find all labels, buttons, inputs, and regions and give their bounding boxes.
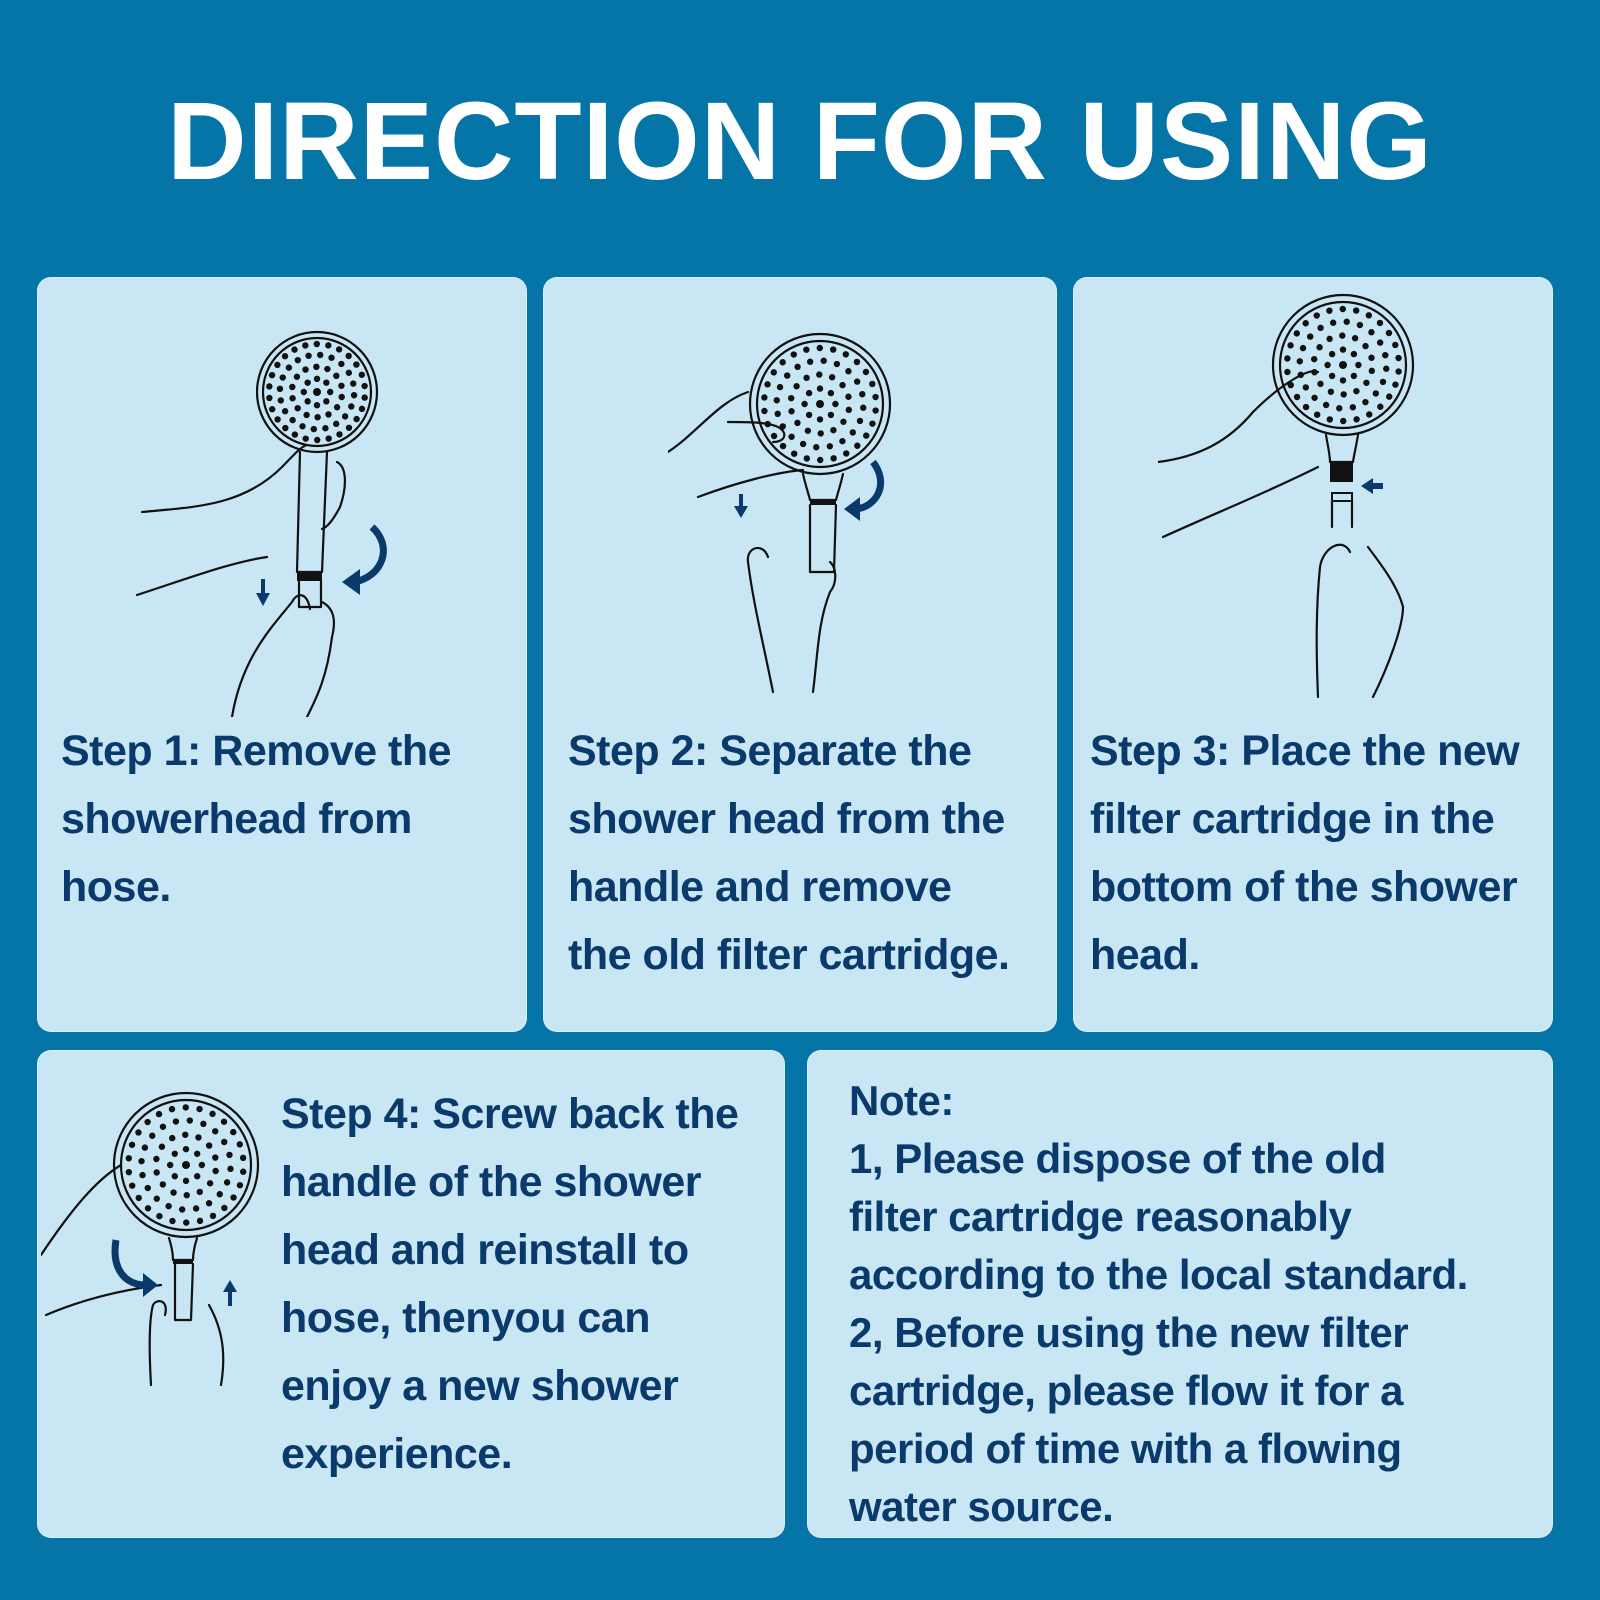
step-4-line: Step 4: Screw back the bbox=[281, 1090, 739, 1138]
showerhead-icon bbox=[1271, 293, 1415, 437]
showerhead-icon bbox=[112, 1091, 260, 1239]
step-2-line: Step 2: Separate the bbox=[568, 727, 972, 775]
step-3-text: Step 3: Place the new filter cartridge i… bbox=[1090, 717, 1552, 989]
step-4-line: handle of the shower bbox=[281, 1158, 702, 1206]
rotate-arrow-icon bbox=[844, 459, 885, 521]
step-4-line: enjoy a new shower bbox=[281, 1362, 679, 1410]
down-arrow-icon bbox=[256, 579, 270, 606]
note-text: Note: 1, Please dispose of the old filte… bbox=[849, 1072, 1549, 1536]
note-card: Note: 1, Please dispose of the old filte… bbox=[807, 1050, 1553, 1538]
down-arrow-icon bbox=[734, 494, 748, 518]
note-line: period of time with a flowing bbox=[849, 1425, 1402, 1472]
step-2-illustration bbox=[666, 322, 968, 702]
step-4-card: Step 4: Screw back the handle of the sho… bbox=[37, 1050, 785, 1538]
rotate-arrow-icon bbox=[111, 1239, 158, 1297]
step-1-line: Step 1: Remove the bbox=[61, 727, 452, 775]
step-4-line: experience. bbox=[281, 1430, 513, 1478]
step-3-line: bottom of the shower bbox=[1090, 863, 1518, 911]
note-heading: Note: bbox=[849, 1077, 954, 1124]
page-title: DIRECTION FOR USING bbox=[167, 80, 1433, 203]
step-4-text: Step 4: Screw back the handle of the sho… bbox=[281, 1080, 781, 1488]
note-line: filter cartridge reasonably bbox=[849, 1193, 1352, 1240]
step-2-line: handle and remove bbox=[568, 863, 952, 911]
note-line: water source. bbox=[849, 1483, 1114, 1530]
note-line: cartridge, please flow it for a bbox=[849, 1367, 1403, 1414]
note-line: 1, Please dispose of the old bbox=[849, 1135, 1386, 1182]
step-1-line: showerhead from bbox=[61, 795, 412, 843]
step-3-card: Step 3: Place the new filter cartridge i… bbox=[1073, 277, 1553, 1032]
step-4-line: head and reinstall to bbox=[281, 1226, 689, 1274]
rotate-arrow-icon bbox=[342, 524, 387, 595]
note-line: according to the local standard. bbox=[849, 1251, 1468, 1298]
left-arrow-icon bbox=[1361, 478, 1383, 494]
step-3-line: head. bbox=[1090, 931, 1200, 979]
showerhead-icon bbox=[748, 332, 892, 476]
step-4-line: hose, thenyou can bbox=[281, 1294, 651, 1342]
step-2-line: shower head from the bbox=[568, 795, 1005, 843]
step-1-text: Step 1: Remove the showerhead from hose. bbox=[61, 717, 521, 921]
step-1-illustration bbox=[132, 317, 432, 719]
step-3-line: filter cartridge in the bbox=[1090, 795, 1495, 843]
step-1-line: hose. bbox=[61, 863, 171, 911]
up-arrow-icon bbox=[223, 1280, 237, 1306]
step-2-text: Step 2: Separate the shower head from th… bbox=[568, 717, 1056, 989]
step-1-card: Step 1: Remove the showerhead from hose. bbox=[37, 277, 527, 1032]
step-3-line: Step 3: Place the new bbox=[1090, 727, 1520, 775]
note-line: 2, Before using the new filter bbox=[849, 1309, 1409, 1356]
step-4-illustration bbox=[39, 1090, 271, 1410]
step-2-line: the old filter cartridge. bbox=[568, 931, 1010, 979]
step-2-card: Step 2: Separate the shower head from th… bbox=[543, 277, 1057, 1032]
showerhead-icon bbox=[255, 330, 379, 454]
step-3-illustration bbox=[1156, 287, 1478, 702]
